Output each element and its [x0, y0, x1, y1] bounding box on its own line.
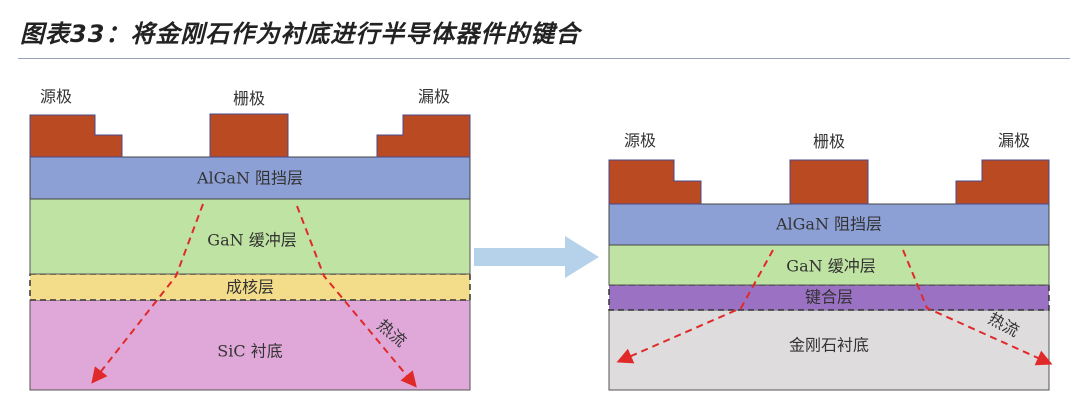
right-drain-electrode: [955, 159, 1050, 205]
left-source-label: 源极: [40, 87, 72, 106]
left-gan-buffer-layer: [29, 198, 471, 275]
right-diamond-substrate-layer: [608, 309, 1050, 391]
right-buffer-label: GaN 缓冲层: [786, 257, 875, 276]
left-algan-barrier-layer: [29, 156, 471, 200]
left-device: 源极 栅极 漏极 AlGaN 阻挡层 GaN 缓冲层 成核层 SiC 衬底 热流: [29, 87, 471, 391]
right-substrate-label: 金刚石衬底: [789, 336, 869, 355]
right-barrier-label: AlGaN 阻挡层: [775, 215, 882, 234]
right-heat-flow-arrow-2: [902, 249, 1053, 366]
left-substrate-label: SiC 衬底: [217, 342, 282, 361]
right-bonding-label: 键合层: [805, 288, 853, 307]
right-gan-buffer-layer: [608, 244, 1050, 286]
left-heat-flow-arrow-2: [296, 205, 417, 388]
transition-arrow: [474, 236, 599, 278]
left-heat-flow-arrow-1: [91, 203, 204, 384]
figure-title: 图表33：将金刚石作为衬底进行半导体器件的键合: [20, 20, 581, 48]
left-nucleation-label: 成核层: [226, 278, 274, 297]
left-barrier-label: AlGaN 阻挡层: [196, 169, 303, 188]
right-algan-barrier-layer: [608, 203, 1050, 246]
right-heat-flow-arrow-1: [616, 249, 774, 364]
left-buffer-label: GaN 缓冲层: [207, 231, 296, 250]
left-drain-label: 漏极: [418, 87, 450, 106]
left-gate-label: 栅极: [233, 89, 265, 108]
title-divider: [18, 58, 1070, 59]
right-gate-electrode: [789, 159, 869, 205]
right-drain-label: 漏极: [998, 131, 1030, 150]
left-gate-electrode: [209, 113, 289, 158]
left-drain-electrode: [376, 114, 471, 158]
right-source-label: 源极: [624, 131, 656, 150]
right-gate-label: 栅极: [813, 132, 845, 151]
right-device: 源极 栅极 漏极 AlGaN 阻挡层 GaN 缓冲层 键合层 金刚石衬底 热流: [608, 131, 1053, 391]
right-source-electrode: [608, 159, 702, 205]
left-source-electrode: [29, 114, 123, 158]
